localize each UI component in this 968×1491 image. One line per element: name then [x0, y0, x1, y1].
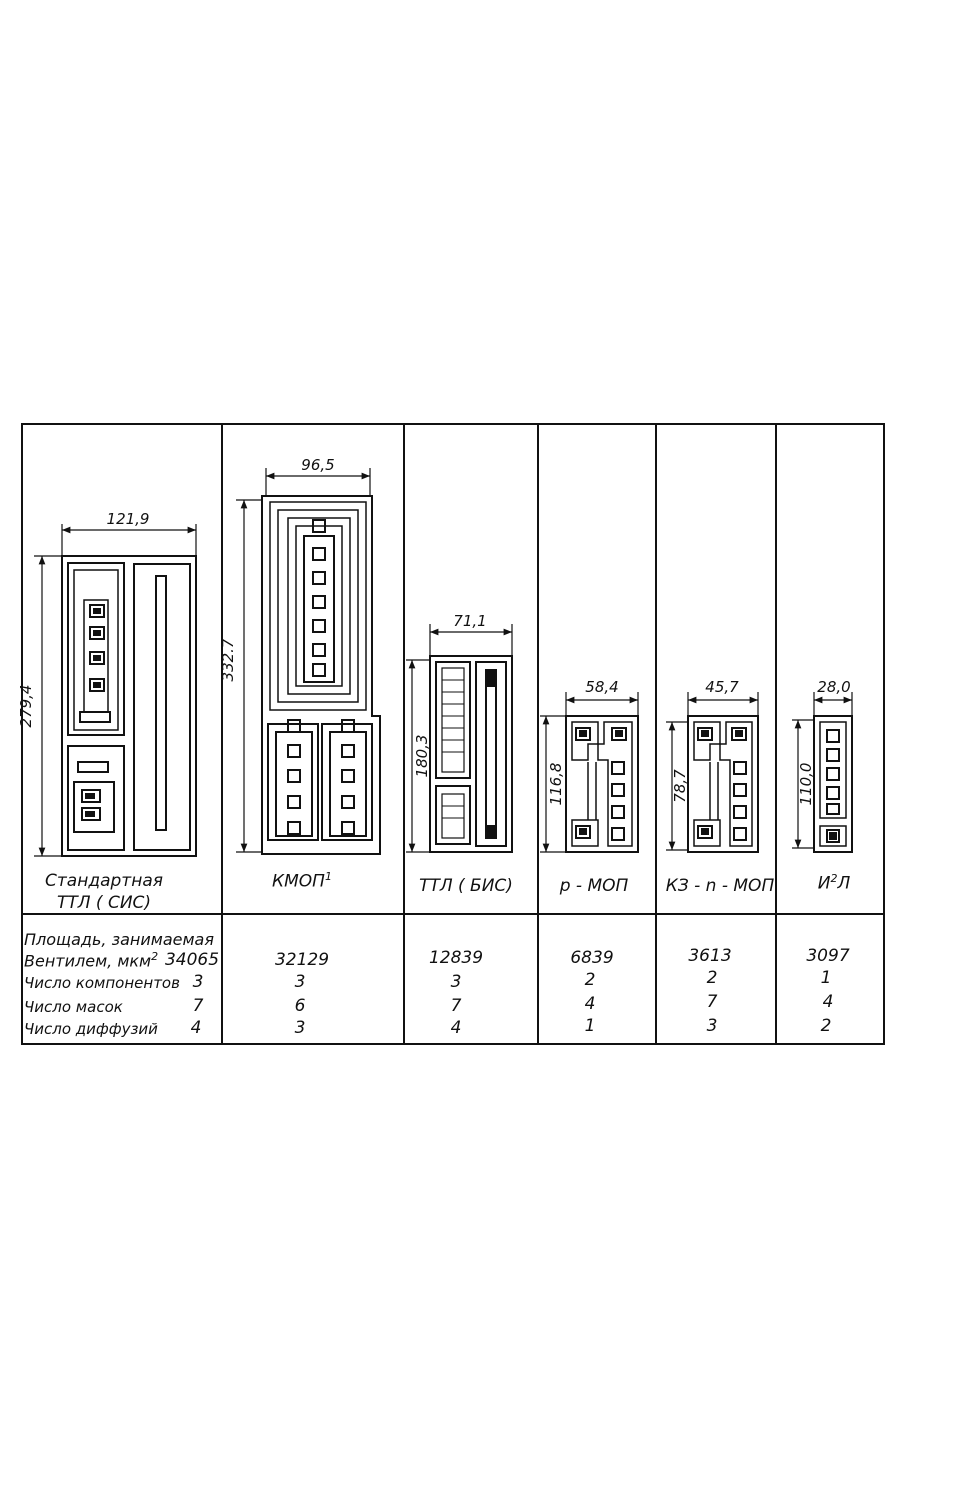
caption-i2l-tail: Л	[837, 874, 850, 894]
ttl-ssi-layout	[62, 556, 196, 856]
i2l-height-label: 110,0	[797, 763, 815, 806]
pmos-layout	[566, 716, 638, 852]
pmos-height-label: 116,8	[547, 763, 565, 806]
caption-i2l-sup: 2	[830, 872, 837, 885]
row-label-area-sup: 2	[151, 950, 158, 963]
row-label-area-line2: Вентилем, мкм2	[24, 950, 158, 970]
ttl-ssi-width-label: 121,9	[107, 510, 150, 528]
ttl-ssi-height-label: 279,4	[17, 685, 35, 728]
ttl-lsi-width-label: 71,1	[453, 612, 486, 630]
cmos-layout	[262, 496, 380, 854]
ttl-lsi-layout	[430, 656, 512, 852]
caption-nmos: КЗ - n - МОП	[666, 876, 774, 896]
diffusions-cmos: 3	[295, 1018, 306, 1038]
masks-nmos: 7	[707, 992, 718, 1012]
components-pmos: 2	[585, 970, 596, 990]
caption-cmos-text: КМОП	[272, 872, 325, 892]
nmos-layout	[688, 716, 758, 852]
row-label-area-line1: Площадь, занимаемая	[24, 930, 214, 949]
nmos-height-label: 78,7	[671, 769, 689, 802]
row-label-diffusions: Число диффузий	[24, 1020, 158, 1038]
diffusions-nmos: 3	[707, 1016, 718, 1036]
cmos-width-label: 96,5	[301, 456, 334, 474]
masks-i2l: 4	[823, 992, 834, 1012]
caption-pmos: p - МОП	[560, 876, 629, 896]
area-ttl-lsi: 12839	[429, 948, 483, 968]
masks-ttl-ssi: 7	[193, 996, 204, 1016]
caption-cmos-footnote: 1	[325, 870, 332, 883]
diffusions-pmos: 1	[585, 1016, 596, 1036]
ttl-lsi-height-label: 180,3	[413, 735, 431, 778]
area-nmos: 3613	[688, 946, 731, 966]
diffusions-i2l: 2	[821, 1016, 832, 1036]
masks-cmos: 6	[295, 996, 306, 1016]
masks-ttl-lsi: 7	[451, 996, 462, 1016]
row-label-masks: Число масок	[24, 998, 123, 1016]
area-ttl-ssi: 34065	[165, 950, 219, 970]
caption-ttl-ssi: Стандартная ТТЛ ( СИС)	[45, 870, 163, 914]
i2l-layout	[814, 716, 852, 852]
components-cmos: 3	[295, 972, 306, 992]
components-i2l: 1	[821, 968, 832, 988]
caption-cmos: КМОП1	[272, 870, 332, 892]
area-i2l: 3097	[806, 946, 849, 966]
diffusions-ttl-ssi: 4	[191, 1018, 202, 1038]
nmos-width-label: 45,7	[705, 678, 738, 696]
row-label-area-text: Вентилем, мкм	[24, 951, 151, 970]
area-cmos: 32129	[275, 950, 329, 970]
caption-i2l: И2Л	[818, 872, 851, 894]
masks-pmos: 4	[585, 994, 596, 1014]
diffusions-ttl-lsi: 4	[451, 1018, 462, 1038]
i2l-width-label: 28,0	[817, 678, 850, 696]
caption-i2l-text: И	[818, 874, 831, 894]
area-pmos: 6839	[570, 948, 613, 968]
pmos-width-label: 58,4	[585, 678, 618, 696]
caption-ttl-lsi: ТТЛ ( БИС)	[419, 876, 513, 896]
components-ttl-ssi: 3	[193, 972, 204, 992]
components-nmos: 2	[707, 968, 718, 988]
components-ttl-lsi: 3	[451, 972, 462, 992]
caption-ttl-ssi-line1: Стандартная	[45, 870, 163, 892]
row-label-components: Число компонентов	[24, 974, 180, 992]
cmos-height-label: 332.7	[219, 639, 237, 682]
caption-ttl-ssi-line2: ТТЛ ( СИС)	[45, 892, 163, 914]
